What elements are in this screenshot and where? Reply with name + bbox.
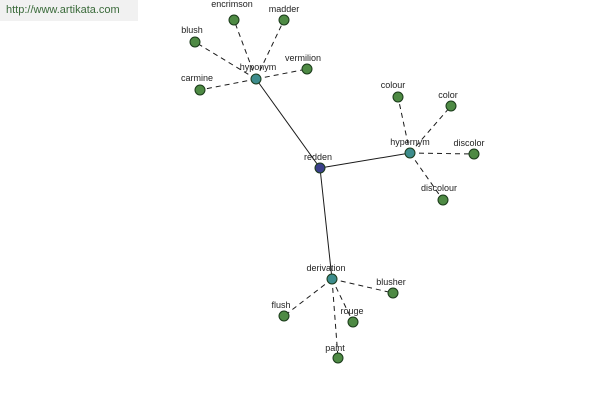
edge-hyponym-encrimson (233, 19, 257, 80)
edge-derivation-blusher (331, 278, 394, 294)
relation-derivation-label[interactable]: derivation (306, 263, 345, 273)
word-blusher-node[interactable] (387, 287, 399, 299)
edge-hypernym-colour (397, 96, 411, 154)
edge-derivation-flush (283, 278, 333, 317)
relation-hypernym-label[interactable]: hypernym (390, 137, 430, 147)
edge-hyponym-carmine (199, 78, 257, 91)
word-vermilion-label[interactable]: vermilion (285, 53, 321, 63)
word-discolor-node[interactable] (468, 148, 480, 160)
word-madder-label[interactable]: madder (269, 4, 300, 14)
edge-root-hypernym (319, 152, 411, 169)
edge-hyponym-blush (194, 41, 257, 80)
word-carmine-node[interactable] (194, 84, 206, 96)
word-paint-node[interactable] (332, 352, 344, 364)
word-discolor-label[interactable]: discolor (453, 138, 484, 148)
word-encrimson-label[interactable]: encrimson (211, 0, 253, 9)
word-madder-node[interactable] (278, 14, 290, 26)
relation-hypernym-node[interactable] (404, 147, 416, 159)
word-flush-label[interactable]: flush (271, 300, 290, 310)
site-url-link[interactable]: http://www.artikata.com (0, 0, 138, 21)
edge-root-derivation (319, 167, 333, 280)
word-colour-node[interactable] (392, 91, 404, 103)
graph-edges (194, 19, 475, 359)
relation-derivation-node[interactable] (326, 273, 338, 285)
edge-root-hyponym (255, 78, 321, 169)
graph-nodes: encrimson madder blush vermilion carmine hypo… (181, 0, 485, 364)
word-blusher-label[interactable]: blusher (376, 277, 406, 287)
word-encrimson-node[interactable] (228, 14, 240, 26)
root-word-redden-node[interactable] (314, 162, 326, 174)
word-discolour-label[interactable]: discolour (421, 183, 457, 193)
relation-hyponym-label[interactable]: hyponym (240, 62, 277, 72)
word-vermilion-node[interactable] (301, 63, 313, 75)
edge-derivation-paint (331, 278, 339, 359)
word-paint-label[interactable]: paint (325, 343, 345, 353)
edge-hypernym-discolour (409, 152, 444, 201)
relation-hyponym-node[interactable] (250, 73, 262, 85)
word-colour-label[interactable]: colour (381, 80, 406, 90)
word-blush-label[interactable]: blush (181, 25, 203, 35)
edge-hypernym-color (409, 105, 452, 154)
edge-hypernym-discolor (409, 152, 475, 155)
word-color-label[interactable]: color (438, 90, 458, 100)
word-blush-node[interactable] (189, 36, 201, 48)
word-rouge-label[interactable]: rouge (340, 306, 363, 316)
word-discolour-node[interactable] (437, 194, 449, 206)
edge-derivation-rouge (331, 278, 354, 323)
word-flush-node[interactable] (278, 310, 290, 322)
word-rouge-node[interactable] (347, 316, 359, 328)
word-color-node[interactable] (445, 100, 457, 112)
word-carmine-label[interactable]: carmine (181, 73, 213, 83)
root-word-redden-label[interactable]: redden (304, 152, 332, 162)
edge-hyponym-madder (255, 19, 285, 80)
